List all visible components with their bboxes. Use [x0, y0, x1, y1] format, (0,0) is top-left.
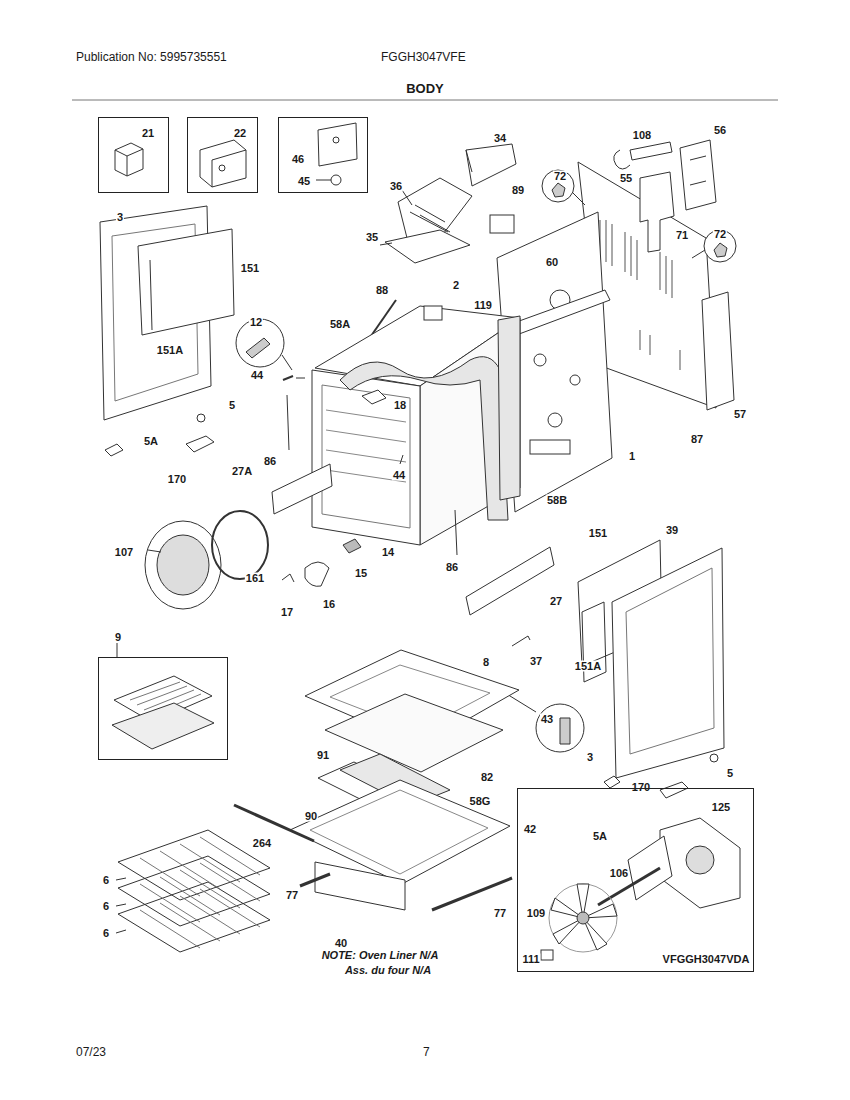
callout-number: 119 [473, 300, 493, 311]
inset-frame: 9 [98, 657, 228, 760]
callout-number: 22 [233, 128, 247, 139]
callout-number: 27A [231, 466, 253, 477]
note-text: Ass. du four N/A [344, 965, 432, 976]
inset-frame: 46 45 [278, 117, 368, 193]
callout-number: 39 [665, 525, 679, 536]
callout-number: 60 [545, 257, 559, 268]
inset-frame: 22 [187, 117, 258, 193]
callout-number: 34 [493, 133, 507, 144]
callout-number: 125 [711, 802, 731, 813]
callout-number: 16 [322, 599, 336, 610]
callout-number: 72 [553, 171, 567, 182]
callout-number: 108 [632, 130, 652, 141]
callout-number: 170 [631, 782, 651, 793]
callout-number: 40 [334, 938, 348, 949]
callout-number: 55 [619, 173, 633, 184]
callout-number: 107 [114, 547, 134, 558]
callout-number: 88 [375, 285, 389, 296]
callout-number: 1 [628, 451, 636, 462]
callout-number: 151 [240, 263, 260, 274]
callout-number: 18 [393, 400, 407, 411]
callout-number: 161 [245, 573, 265, 584]
callout-number: 27 [549, 596, 563, 607]
callout-number: 3 [586, 752, 594, 763]
callout-number: 72 [713, 229, 727, 240]
callout-number: 58G [469, 796, 492, 807]
callout-number: 36 [389, 181, 403, 192]
callout-number: 111 [521, 954, 540, 965]
callout-number: 58A [329, 319, 351, 330]
callout-number: 82 [480, 772, 494, 783]
callout-number: 151A [156, 345, 184, 356]
inset-frame: 21 [98, 117, 169, 193]
page-title: BODY [405, 82, 445, 95]
header-text: 7 [422, 1046, 431, 1058]
callout-number: 90 [304, 811, 318, 822]
callout-number: 8 [482, 657, 490, 668]
inset-frame: 125 106 109 111 VFGGH3047VDA [517, 788, 754, 972]
callout-number: 35 [365, 232, 379, 243]
callout-number: 14 [381, 547, 395, 558]
callout-number: 46 [291, 154, 305, 165]
callout-number: 15 [354, 568, 368, 579]
callout-number: VFGGH3047VDA [662, 954, 751, 965]
callout-number: 86 [445, 562, 459, 573]
callout-number: 6 [102, 928, 110, 939]
callout-number: 89 [511, 185, 525, 196]
header-text: 07/23 [75, 1046, 107, 1058]
header-text: FGGH3047VFE [380, 51, 467, 63]
callout-number: 45 [297, 176, 311, 187]
callout-number: 109 [526, 908, 546, 919]
callout-number: 58B [546, 495, 568, 506]
callout-number: 12 [249, 317, 263, 328]
callout-number: 5A [592, 831, 608, 842]
callout-number: 264 [252, 838, 272, 849]
callout-number: 5 [228, 400, 236, 411]
callout-number: 42 [523, 824, 537, 835]
callout-number: 87 [690, 434, 704, 445]
callout-number: 86 [263, 456, 277, 467]
callout-number: 5 [726, 768, 734, 779]
callout-number: 9 [114, 632, 122, 643]
callout-number: 5A [143, 436, 159, 447]
callout-number: 77 [493, 908, 507, 919]
callout-number: 6 [102, 875, 110, 886]
callout-number: 151A [574, 661, 602, 672]
callout-number: 170 [167, 474, 187, 485]
callout-number: 44 [250, 370, 264, 381]
callout-number: 71 [675, 230, 689, 241]
callout-number: 17 [280, 607, 294, 618]
callout-number: 56 [713, 125, 727, 136]
callout-number: 21 [141, 128, 155, 139]
header-text: Publication No: 5995735551 [75, 51, 228, 63]
callout-number: 3 [116, 212, 124, 223]
callout-number: 43 [540, 714, 554, 725]
callout-number: 37 [529, 656, 543, 667]
callout-number: 106 [609, 868, 629, 879]
callout-number: 57 [733, 409, 747, 420]
callout-number: 2 [452, 280, 460, 291]
callout-number: 77 [285, 890, 299, 901]
callout-number: 6 [102, 901, 110, 912]
note-text: NOTE: Oven Liner N/A [321, 950, 440, 961]
callout-number: 151 [588, 528, 608, 539]
callout-number: 91 [316, 750, 330, 761]
callout-number: 44 [392, 470, 406, 481]
